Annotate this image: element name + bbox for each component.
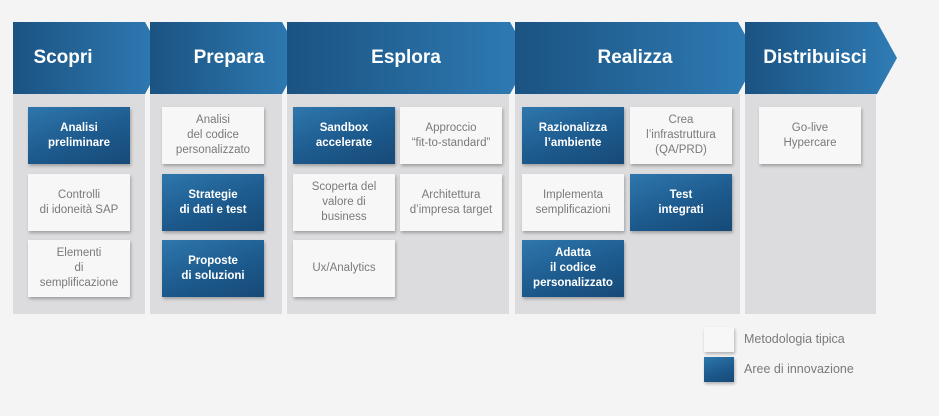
phase-arrow-scopri: Scopri (13, 22, 165, 94)
legend-swatch-innovation (704, 357, 734, 382)
phase-arrow-shape (13, 22, 165, 94)
legend-label-innovation: Aree di innovazione (744, 362, 854, 376)
legend-swatch-typical (704, 327, 734, 352)
phase-arrow-distribuisci: Distribuisci (745, 22, 897, 94)
legend-label-typical: Metodologia tipica (744, 332, 845, 346)
activity-card-approccio-fit-to-standard: Approccio“fit-to-standard” (400, 107, 502, 164)
phase-arrow-shape (745, 22, 897, 94)
activity-card-ux-analytics: Ux/Analytics (293, 240, 395, 297)
phase-arrow-shape (515, 22, 758, 94)
phase-arrow-prepara: Prepara (150, 22, 302, 94)
phase-arrow-realizza: Realizza (515, 22, 758, 94)
phase-arrow-esplora: Esplora (287, 22, 530, 94)
phase-arrow-shape (287, 22, 530, 94)
phase-arrow-shape (150, 22, 302, 94)
